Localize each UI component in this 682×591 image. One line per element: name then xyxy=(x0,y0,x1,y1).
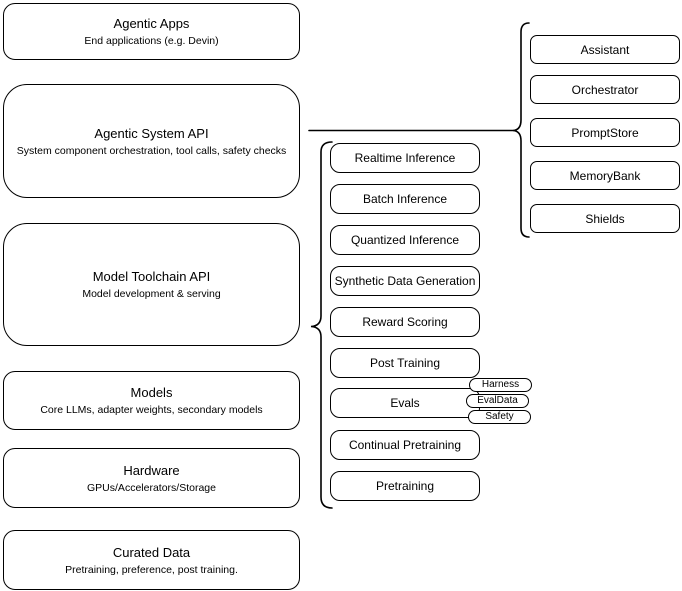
node-hardware: Hardware GPUs/Accelerators/Storage xyxy=(3,448,300,508)
node-model-toolchain-api: Model Toolchain API Model development & … xyxy=(3,223,300,346)
node-evals: Evals xyxy=(330,388,480,418)
node-label: PromptStore xyxy=(571,125,639,140)
tag-label: EvalData xyxy=(477,395,518,406)
middle-column-brace xyxy=(310,141,333,509)
node-label: MemoryBank xyxy=(569,168,641,183)
node-synthetic-data-generation: Synthetic Data Generation xyxy=(330,266,480,296)
node-subtitle: End applications (e.g. Devin) xyxy=(84,35,219,47)
node-title: Agentic System API xyxy=(94,125,209,141)
node-label: Pretraining xyxy=(375,479,435,493)
node-models: Models Core LLMs, adapter weights, secon… xyxy=(3,371,300,430)
tag-label: Harness xyxy=(481,379,520,390)
node-reward-scoring: Reward Scoring xyxy=(330,307,480,337)
node-label: Synthetic Data Generation xyxy=(334,274,476,288)
node-agentic-system-api: Agentic System API System component orch… xyxy=(3,84,300,198)
node-quantized-inference: Quantized Inference xyxy=(330,225,480,255)
node-curated-data: Curated Data Pretraining, preference, po… xyxy=(3,530,300,590)
node-promptstore: PromptStore xyxy=(530,118,680,147)
node-subtitle: System component orchestration, tool cal… xyxy=(16,144,287,157)
node-label: Post Training xyxy=(369,356,441,370)
node-memorybank: MemoryBank xyxy=(530,161,680,190)
node-pretraining: Pretraining xyxy=(330,471,480,501)
node-label: Evals xyxy=(390,396,420,410)
node-label: Reward Scoring xyxy=(362,315,448,329)
node-post-training: Post Training xyxy=(330,348,480,378)
node-title: Hardware xyxy=(123,462,180,478)
node-label: Batch Inference xyxy=(362,192,448,206)
node-label: Quantized Inference xyxy=(350,233,460,247)
node-continual-pretraining: Continual Pretraining xyxy=(330,430,480,460)
node-label: Continual Pretraining xyxy=(348,438,462,452)
node-label: Realtime Inference xyxy=(354,151,456,165)
node-orchestrator: Orchestrator xyxy=(530,75,680,104)
node-title: Models xyxy=(130,385,173,400)
right-column-brace xyxy=(512,22,530,238)
node-label: Orchestrator xyxy=(571,82,639,97)
node-title: Model Toolchain API xyxy=(92,269,211,284)
node-assistant: Assistant xyxy=(530,35,680,64)
node-shields: Shields xyxy=(530,204,680,233)
tag-evaldata: EvalData xyxy=(466,394,529,408)
node-title: Agentic Apps xyxy=(113,16,190,31)
node-label: Assistant xyxy=(580,42,630,57)
node-agentic-apps: Agentic Apps End applications (e.g. Devi… xyxy=(3,3,300,60)
tag-harness: Harness xyxy=(469,378,532,392)
node-subtitle: Model development & serving xyxy=(82,288,221,300)
node-realtime-inference: Realtime Inference xyxy=(330,143,480,173)
node-batch-inference: Batch Inference xyxy=(330,184,480,214)
node-subtitle: Pretraining, preference, post training. xyxy=(65,563,238,576)
tag-safety: Safety xyxy=(468,410,531,424)
node-subtitle: Core LLMs, adapter weights, secondary mo… xyxy=(40,404,263,416)
node-title: Curated Data xyxy=(112,544,191,560)
node-subtitle: GPUs/Accelerators/Storage xyxy=(87,481,216,494)
node-label: Shields xyxy=(585,211,625,226)
tag-label: Safety xyxy=(485,411,514,422)
